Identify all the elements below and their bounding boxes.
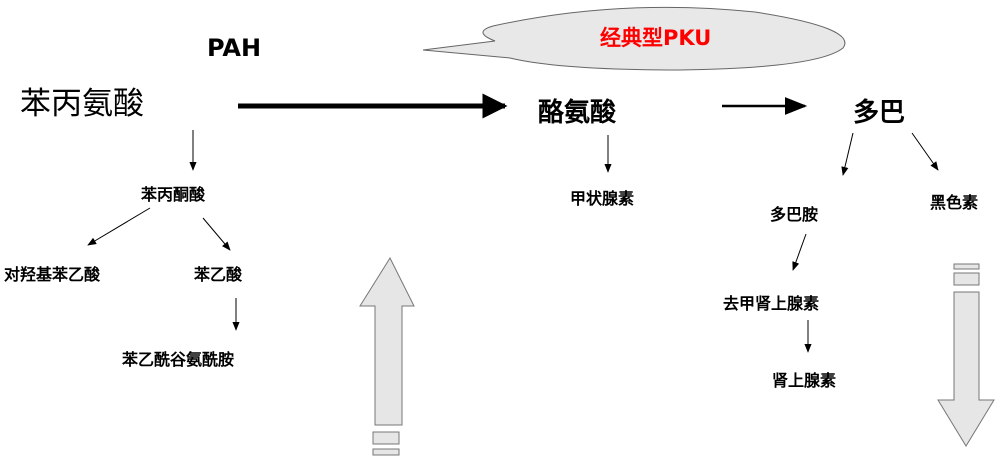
node-dopamine: 多巴胺 bbox=[770, 205, 819, 224]
arrow-dopa-to-dopamine bbox=[841, 132, 854, 176]
node-tyrosine: 酪氨酸 bbox=[538, 98, 617, 128]
node-phenylacetylglutamine: 苯乙酰谷氨酰胺 bbox=[122, 350, 235, 369]
arrow-to-p-hydroxyphenylacetate bbox=[87, 207, 151, 246]
big-up-arrow bbox=[359, 256, 415, 456]
node-melanin: 黑色素 bbox=[930, 193, 979, 212]
arrow-dopa-to-melanin bbox=[911, 132, 939, 171]
node-epinephrine: 肾上腺素 bbox=[772, 371, 837, 390]
callout-label: 经典型PKU bbox=[600, 26, 712, 50]
node-dopa: 多巴 bbox=[853, 98, 906, 128]
node-phenylacetate: 苯乙酸 bbox=[194, 265, 243, 284]
arrow-dopamine-to-norepinephrine bbox=[792, 233, 807, 271]
big-down-arrow bbox=[937, 263, 995, 447]
node-norepinephrine: 去甲肾上腺素 bbox=[723, 294, 820, 313]
node-phenylpyruvate: 苯丙酮酸 bbox=[141, 185, 206, 204]
node-thyroxine: 甲状腺素 bbox=[570, 189, 635, 208]
enzyme-label: PAH bbox=[207, 34, 262, 62]
node-phenylalanine: 苯丙氨酸 bbox=[20, 86, 144, 122]
arrow-to-phenylacetate bbox=[202, 217, 231, 251]
node-p-hydroxyphenylacetate: 对羟基苯乙酸 bbox=[4, 265, 101, 284]
callout-bubble bbox=[422, 6, 846, 71]
